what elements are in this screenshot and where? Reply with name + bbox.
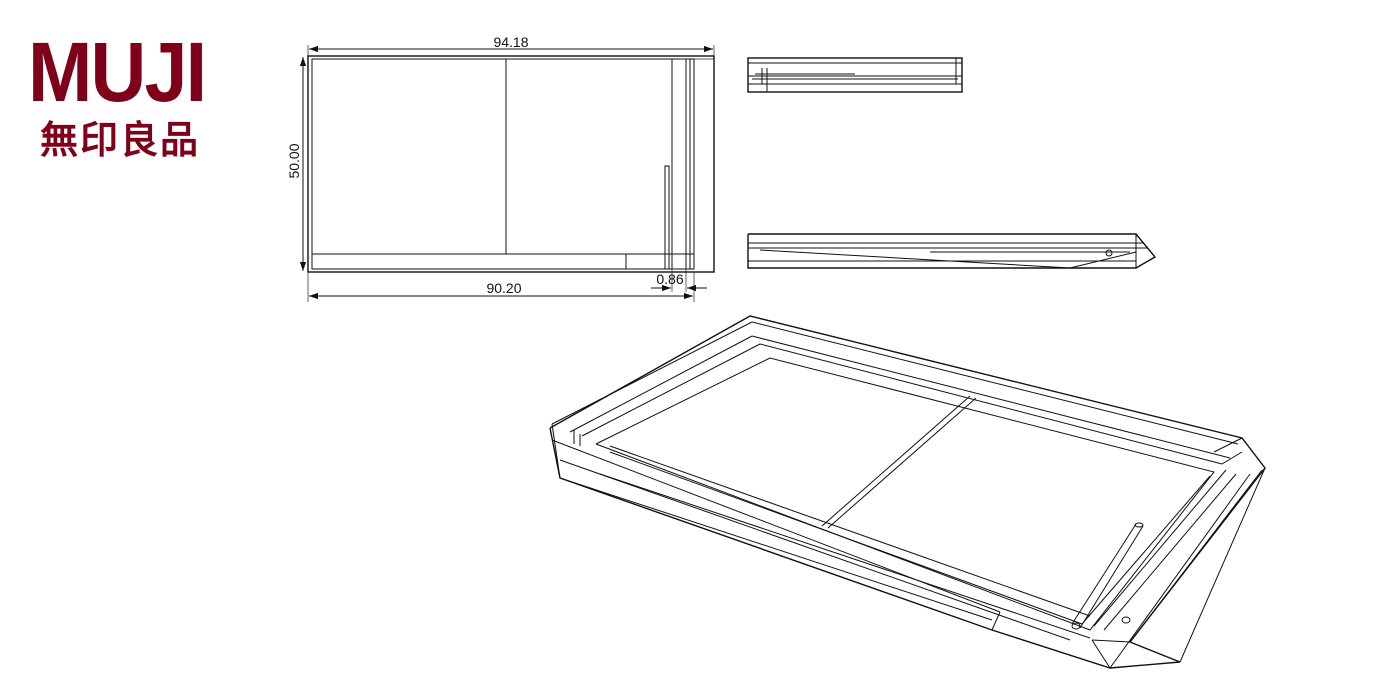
top-view bbox=[307, 55, 715, 273]
dimension-label-inner-width: 90.20 bbox=[486, 280, 521, 296]
dimension-label-rim: 0.86 bbox=[656, 271, 683, 287]
logo-wordmark: MUJI bbox=[28, 25, 207, 119]
logo-kanji: 無印良品 bbox=[40, 118, 201, 162]
dimension-rim: 0.86 bbox=[651, 269, 707, 292]
dimension-height: 50.00 bbox=[286, 57, 307, 271]
muji-logo: MUJI 無印良品 bbox=[28, 30, 223, 170]
dimension-inner-width: 90.20 bbox=[307, 272, 695, 302]
isometric-view bbox=[549, 315, 1266, 669]
side-view-long bbox=[747, 233, 1157, 269]
dimension-overall-width: 94.18 bbox=[307, 34, 715, 56]
dimension-label-height: 50.00 bbox=[286, 143, 302, 178]
side-view-short bbox=[747, 57, 963, 93]
dimension-label-overall-width: 94.18 bbox=[493, 34, 528, 50]
